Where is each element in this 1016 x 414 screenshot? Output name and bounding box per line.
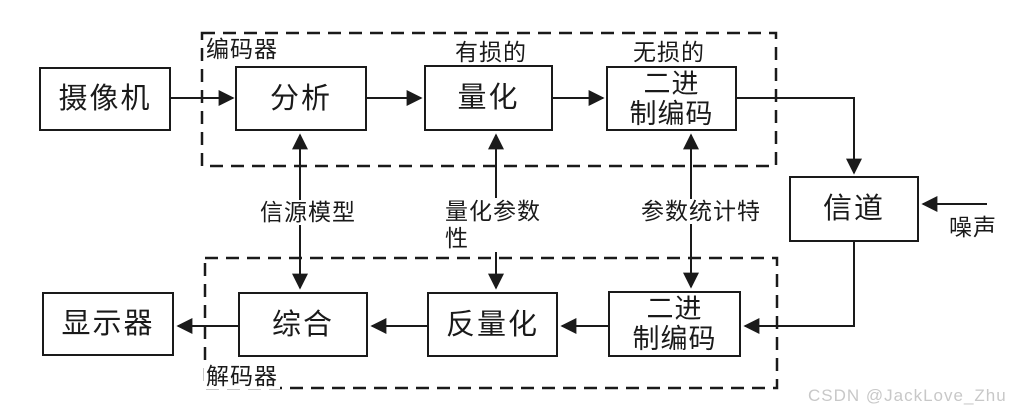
box-analysis-label: 分析 <box>269 82 332 115</box>
label-decoder-group: 解码器 <box>204 363 280 389</box>
label-param-stats: 参数统计特 <box>639 198 763 224</box>
box-display: 显示器 <box>42 292 174 356</box>
box-channel-label: 信道 <box>822 193 885 225</box>
arrow-binary-encoder-to-channel <box>737 97 862 175</box>
box-display-label: 显示器 <box>61 308 155 340</box>
box-binary-encoder: 二进 制编码 <box>606 66 737 131</box>
box-synthesis-label: 综合 <box>271 308 334 341</box>
label-quant-params-line2: 性 <box>445 225 469 251</box>
label-quant-params: 量化参数 性 <box>443 198 545 252</box>
box-quantization: 量化 <box>424 65 553 131</box>
box-binary-encoder-line1: 二进 <box>643 68 700 99</box>
label-quant-params-line1: 量化参数 <box>445 198 541 224</box>
box-analysis: 分析 <box>235 66 367 131</box>
label-lossy: 有损的 <box>455 39 527 65</box>
box-binary-decoder-line1: 二进 <box>646 294 703 324</box>
box-inverse-quantization: 反量化 <box>427 292 558 357</box>
box-binary-decoder-line2: 制编码 <box>632 324 717 354</box>
label-lossless: 无损的 <box>633 39 705 65</box>
box-inverse-quantization-label: 反量化 <box>445 308 539 341</box>
label-noise: 噪声 <box>949 214 997 240</box>
arrow-channel-to-binary-decoder <box>743 242 855 334</box>
box-camera: 摄像机 <box>39 67 171 131</box>
box-synthesis: 综合 <box>238 292 368 357</box>
label-source-model: 信源模型 <box>258 199 358 225</box>
box-quantization-label: 量化 <box>457 82 520 114</box>
label-encoder-group: 编码器 <box>206 36 278 62</box>
watermark-text: CSDN @JackLove_Zhu <box>808 386 1007 405</box>
box-binary-decoder: 二进 制编码 <box>608 291 741 357</box>
box-channel: 信道 <box>789 176 919 242</box>
box-camera-label: 摄像机 <box>58 83 152 115</box>
box-binary-encoder-line2: 制编码 <box>629 98 714 129</box>
